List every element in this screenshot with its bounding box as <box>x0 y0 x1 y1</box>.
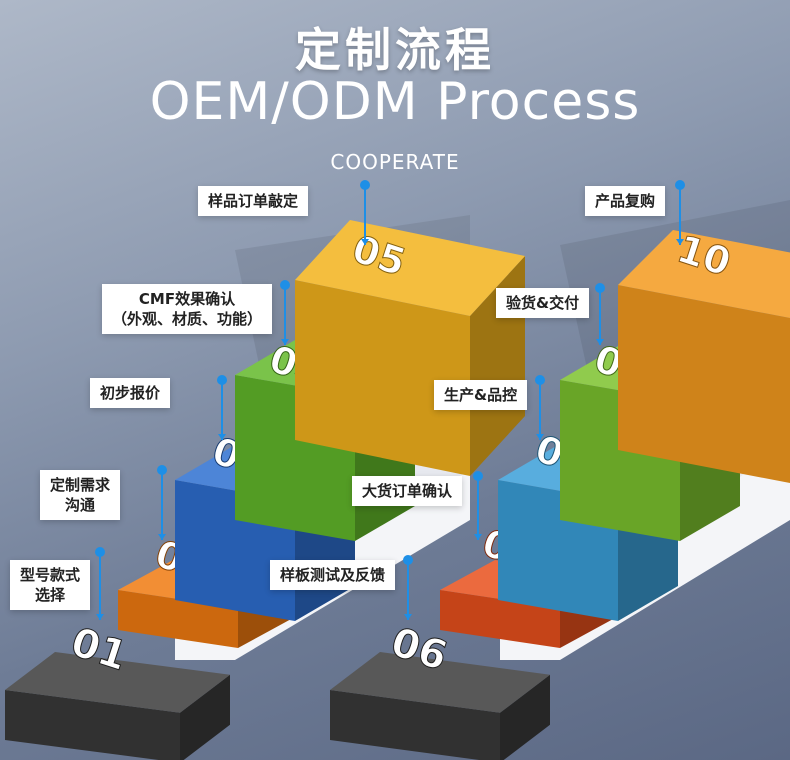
pin-dot-06 <box>403 555 413 565</box>
step-label-06: 样板测试及反馈 <box>270 560 395 590</box>
pin-dot-03 <box>217 375 227 385</box>
pin-arrow-01 <box>96 614 104 620</box>
step-label-01: 型号款式 选择 <box>10 560 90 610</box>
step-label-05: 样品订单敲定 <box>198 186 308 216</box>
step-label-08: 生产&品控 <box>434 380 527 410</box>
step-label-02: 定制需求 沟通 <box>40 470 120 520</box>
pin-dot-01 <box>95 547 105 557</box>
pin-dot-05 <box>360 180 370 190</box>
step-label-04: CMF效果确认 （外观、材质、功能） <box>102 284 272 334</box>
step-label-10: 产品复购 <box>585 186 665 216</box>
step-label-03: 初步报价 <box>90 378 170 408</box>
pin-dot-02 <box>157 465 167 475</box>
step-label-09: 验货&交付 <box>496 288 589 318</box>
step-label-07: 大货订单确认 <box>352 476 462 506</box>
step-block-05: 05 <box>295 220 525 476</box>
step-front-face <box>618 285 790 483</box>
pin-dot-10 <box>675 180 685 190</box>
pin-dot-08 <box>535 375 545 385</box>
pin-dot-07 <box>473 471 483 481</box>
pin-dot-04 <box>280 280 290 290</box>
pin-dot-09 <box>595 283 605 293</box>
pin-arrow-06 <box>404 614 412 620</box>
pin-arrow-07 <box>474 534 482 540</box>
step-block-10: 10 <box>618 227 790 483</box>
